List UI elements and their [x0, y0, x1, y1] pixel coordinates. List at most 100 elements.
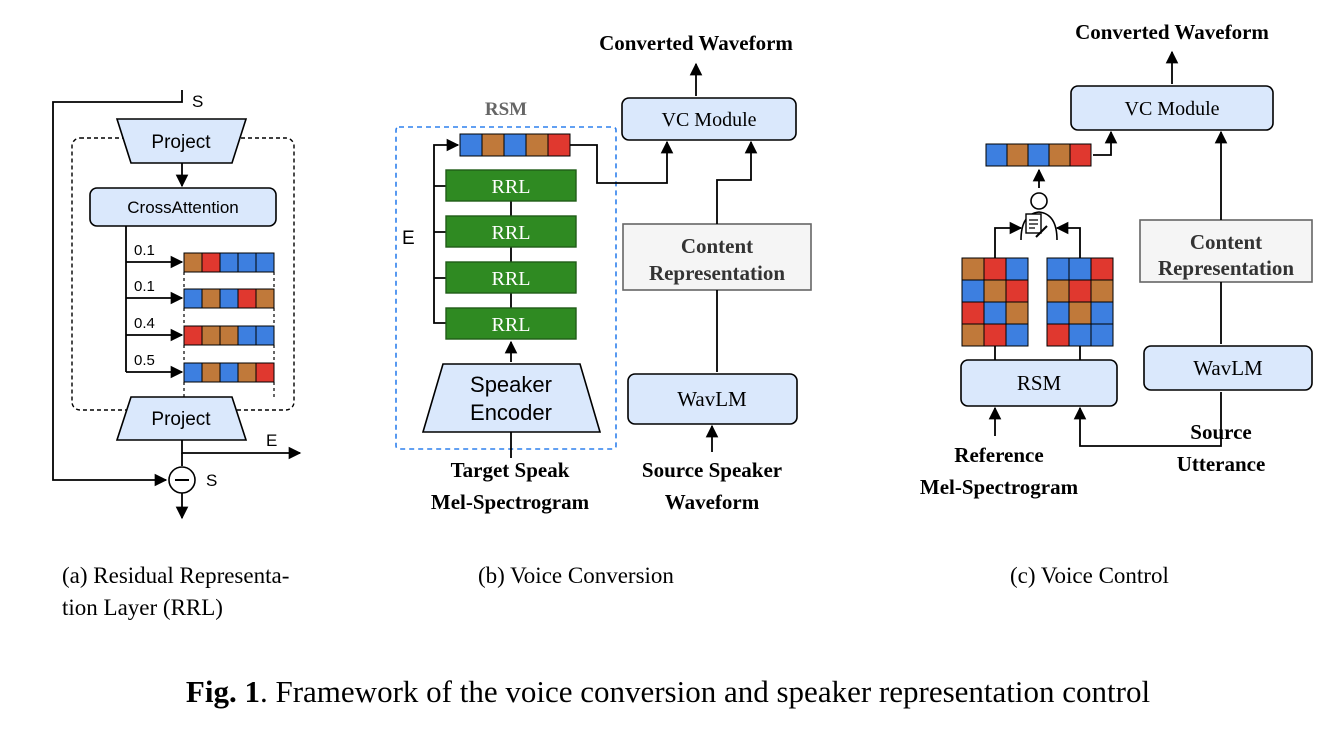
grid-cell-blue: [1046, 257, 1070, 281]
source-label-c-2: Utterance: [1177, 452, 1266, 476]
grid-cell-blue: [961, 279, 985, 303]
grid-cell-blue: [1005, 257, 1029, 281]
strip-cell-brown: [219, 325, 239, 346]
grid-cell-blue: [1068, 323, 1092, 347]
strip-cell-red: [547, 133, 571, 157]
arrow-right-grid-to-icon: [1055, 221, 1081, 258]
wavlm-box-c: [1143, 345, 1313, 391]
caption-a: (a) Residual Representa- tion Layer (RRL…: [62, 560, 289, 624]
strip-cell-brown: [201, 362, 221, 383]
grid-cell-brown: [1068, 301, 1092, 325]
arrow-strip-to-vc: [570, 140, 674, 184]
strip-cell-red: [201, 252, 221, 273]
strip-cell-red: [1069, 143, 1092, 167]
figure-caption-label: Fig. 1: [185, 674, 260, 709]
strip-cell-blue: [985, 143, 1008, 167]
source-label-1: Source Speaker: [642, 458, 782, 482]
rrl-box-3: [445, 261, 577, 294]
grid-cell-red: [961, 301, 985, 325]
caption-a-line-2: tion Layer (RRL): [62, 595, 223, 620]
figure-caption-text: . Framework of the voice conversion and …: [259, 674, 1151, 709]
arrow-strip-to-vc-c: [1093, 130, 1118, 156]
s-bottom-label: S: [206, 471, 217, 490]
e-output-arrow: [181, 440, 302, 460]
embedding-strip-4: [183, 362, 275, 383]
grid-cell-red: [983, 257, 1007, 281]
grid-cell-blue: [1046, 301, 1070, 325]
project-bottom-box: [115, 396, 248, 441]
content-label-c-1: Content: [1190, 230, 1262, 254]
rrl-label-1: RRL: [492, 176, 531, 198]
grid-cell-red: [983, 323, 1007, 347]
e-label: E: [402, 228, 415, 249]
strip-cell-brown: [201, 325, 221, 346]
content-label-2: Representation: [649, 261, 785, 285]
grid-cell-brown: [1046, 279, 1070, 303]
wavlm-label-c: WavLM: [1193, 356, 1263, 380]
strip-dotted-connectors: [183, 272, 275, 400]
arrow-source-to-rsm: [1073, 406, 1222, 447]
panel-c: Converted Waveform VC Module RSM Referen…: [920, 20, 1313, 499]
grid-cell-blue: [983, 301, 1007, 325]
grid-cell-blue: [1068, 257, 1092, 281]
weight-label-2: 0.1: [134, 278, 155, 295]
rsm-label: RSM: [485, 99, 527, 120]
embedding-strip-3: [183, 325, 275, 346]
vc-module-box: [621, 97, 797, 141]
content-label-c-2: Representation: [1158, 256, 1294, 280]
strip-cell-brown: [525, 133, 549, 157]
reference-label-1: Reference: [954, 443, 1043, 467]
strip-cell-blue: [255, 252, 275, 273]
strip-cell-blue: [183, 288, 203, 309]
e-loop-taps: [434, 185, 446, 279]
strip-cell-brown: [481, 133, 505, 157]
embedding-strip-2: [183, 288, 275, 309]
content-representation-box: [622, 223, 812, 291]
wavlm-box: [627, 373, 798, 425]
strip-cell-blue: [503, 133, 527, 157]
target-label-2: Mel-Spectrogram: [431, 490, 590, 514]
cross-attention-box: [89, 187, 277, 227]
grid-cell-blue: [1005, 323, 1029, 347]
grid-cell-red: [1005, 279, 1029, 303]
project-top-box: [115, 118, 248, 164]
rsm-label-c: RSM: [1017, 371, 1062, 395]
strip-cell-blue: [219, 362, 239, 383]
project-bottom-label: Project: [151, 409, 211, 430]
converted-waveform-title-c: Converted Waveform: [1075, 20, 1269, 44]
rsm-output-strip: [459, 133, 571, 157]
weight-label-4: 0.5: [134, 352, 155, 369]
strip-cell-blue: [459, 133, 483, 157]
e-loop-arrow: [433, 138, 460, 324]
rrl-box-4: [445, 307, 577, 340]
e-out-label: E: [266, 431, 277, 450]
grid-cell-red: [1090, 257, 1114, 281]
arrow-content-to-vc: [716, 140, 758, 224]
speaker-encoder-label-2: Encoder: [470, 400, 552, 425]
grid-cell-blue: [1090, 301, 1114, 325]
rsm-box-c: [960, 359, 1118, 407]
rrl-label-2: RRL: [492, 222, 531, 244]
caption-b: (b) Voice Conversion: [478, 563, 674, 588]
strip-cell-blue: [237, 325, 257, 346]
source-label-2: Waveform: [665, 490, 760, 514]
vc-module-label: VC Module: [662, 109, 757, 131]
grid-cell-red: [1046, 323, 1070, 347]
grid-cell-blue: [1090, 323, 1114, 347]
speaker-encoder-label-1: Speaker: [470, 372, 552, 397]
vc-module-label-c: VC Module: [1125, 98, 1220, 120]
source-label-c-1: Source: [1190, 420, 1251, 444]
arrow-left-grid-to-icon: [994, 221, 1023, 258]
grid-cell-brown: [983, 279, 1007, 303]
grid-cell-red: [1068, 279, 1092, 303]
reference-representation-grid: [961, 257, 1029, 347]
rrl-label-3: RRL: [492, 268, 531, 290]
vc-module-box-c: [1070, 85, 1274, 131]
strip-cell-red: [255, 362, 275, 383]
wavlm-label: WavLM: [677, 387, 747, 411]
panel-a: S Project CrossAttention 0.1 0.1 0.4 0.5…: [52, 90, 302, 520]
grid-cell-brown: [1090, 279, 1114, 303]
strip-cell-brown: [1006, 143, 1029, 167]
weight-label-3: 0.4: [134, 315, 155, 332]
strip-cell-blue: [1027, 143, 1050, 167]
